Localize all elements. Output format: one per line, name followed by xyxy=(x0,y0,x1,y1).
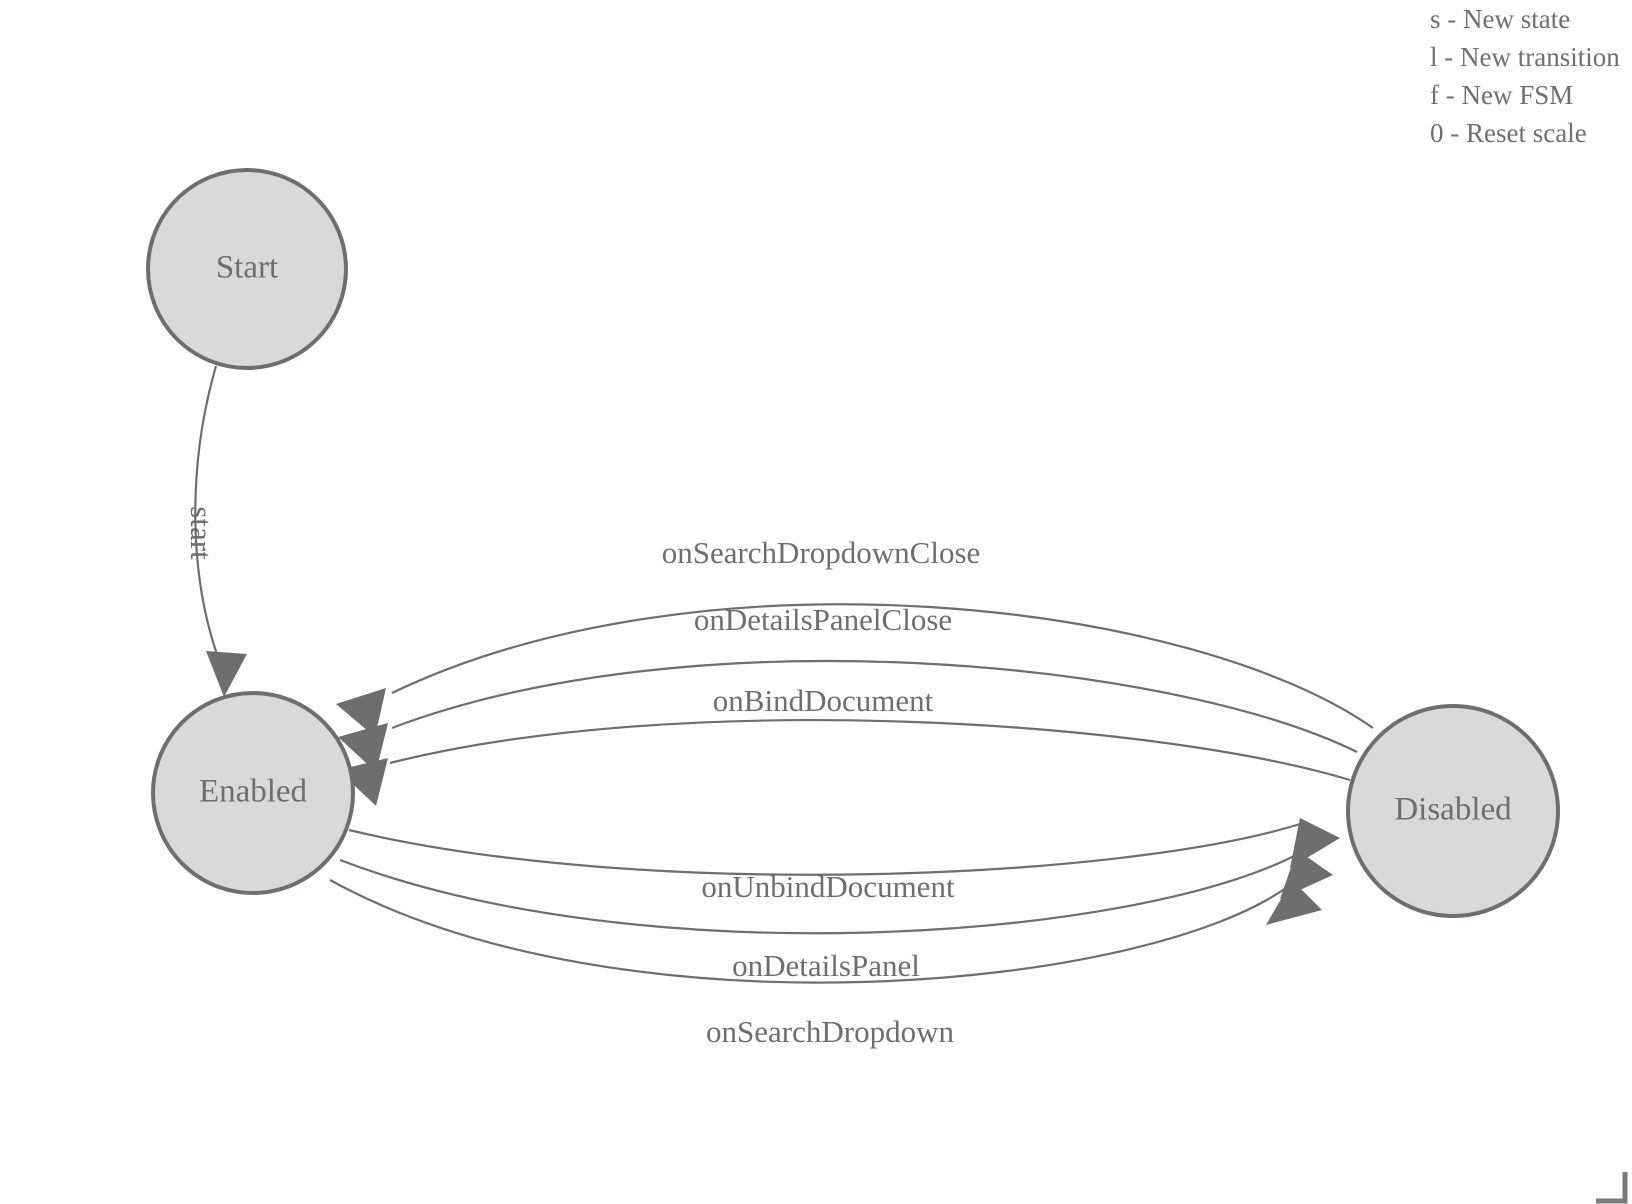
node-start-circle[interactable] xyxy=(146,168,348,370)
edge-path-ondetailspanelclose[interactable] xyxy=(391,659,1358,753)
resize-handle[interactable] xyxy=(1596,1172,1628,1204)
edge-label-onsearchdropdownclose: onSearchDropdownClose xyxy=(662,535,981,570)
arrow-head-ondetailspanelclose xyxy=(338,723,388,772)
edge-path-start-enabled[interactable] xyxy=(194,365,221,661)
help-line-reset-scale: 0 - Reset scale xyxy=(1430,118,1587,148)
node-start-label: Start xyxy=(216,250,278,286)
node-enabled-circle[interactable] xyxy=(151,691,355,895)
node-enabled[interactable]: Enabled xyxy=(151,691,355,895)
help-line-new-state: s - New state xyxy=(1430,4,1571,34)
help-line-new-fsm: f - New FSM xyxy=(1430,80,1574,110)
edge-label-start: start xyxy=(184,506,219,560)
edge-path-onunbinddocument[interactable] xyxy=(348,822,1301,876)
edge-disabled-enabled-searchdropdownclose[interactable]: onSearchDropdownClose xyxy=(336,535,1374,737)
help-line-new-transition: l - New transition xyxy=(1430,42,1620,72)
arrow-head-onsearchdropdownclose xyxy=(336,688,386,737)
arrow-head-start-enabled xyxy=(206,651,247,697)
edge-label-onsearchdropdown: onSearchDropdown xyxy=(706,1014,954,1049)
edge-path-ondetailspanel[interactable] xyxy=(339,854,1297,935)
edge-path-onbinddocument[interactable] xyxy=(389,719,1351,782)
edge-label-onbinddocument: onBindDocument xyxy=(713,683,934,718)
help-overlay: s - New state l - New transition f - New… xyxy=(1430,0,1632,152)
edge-label-ondetailspanel: onDetailsPanel xyxy=(732,948,920,983)
edge-path-onsearchdropdown[interactable] xyxy=(329,879,1291,984)
node-disabled-label: Disabled xyxy=(1394,792,1512,828)
resize-handle-mark[interactable] xyxy=(1596,1172,1628,1204)
edge-enabled-disabled-searchdropdown[interactable]: onSearchDropdown xyxy=(329,879,1322,1049)
edge-disabled-enabled-binddocument[interactable]: onBindDocument xyxy=(338,683,1351,806)
edge-path-onsearchdropdownclose[interactable] xyxy=(391,603,1374,729)
arrow-head-onsearchdropdown xyxy=(1266,880,1322,925)
node-enabled-label: Enabled xyxy=(199,774,308,810)
node-disabled-circle[interactable] xyxy=(1346,704,1560,918)
node-disabled[interactable]: Disabled xyxy=(1346,704,1560,918)
edge-label-ondetailspanelclose: onDetailsPanelClose xyxy=(694,602,952,637)
edge-label-onunbinddocument: onUnbindDocument xyxy=(701,869,955,904)
edge-disabled-enabled-detailspanelclose[interactable]: onDetailsPanelClose xyxy=(338,602,1358,772)
edge-enabled-disabled-detailspanel[interactable]: onDetailsPanel xyxy=(339,850,1333,983)
node-start[interactable]: Start xyxy=(146,168,348,370)
edge-start-enabled[interactable]: start xyxy=(184,365,247,697)
